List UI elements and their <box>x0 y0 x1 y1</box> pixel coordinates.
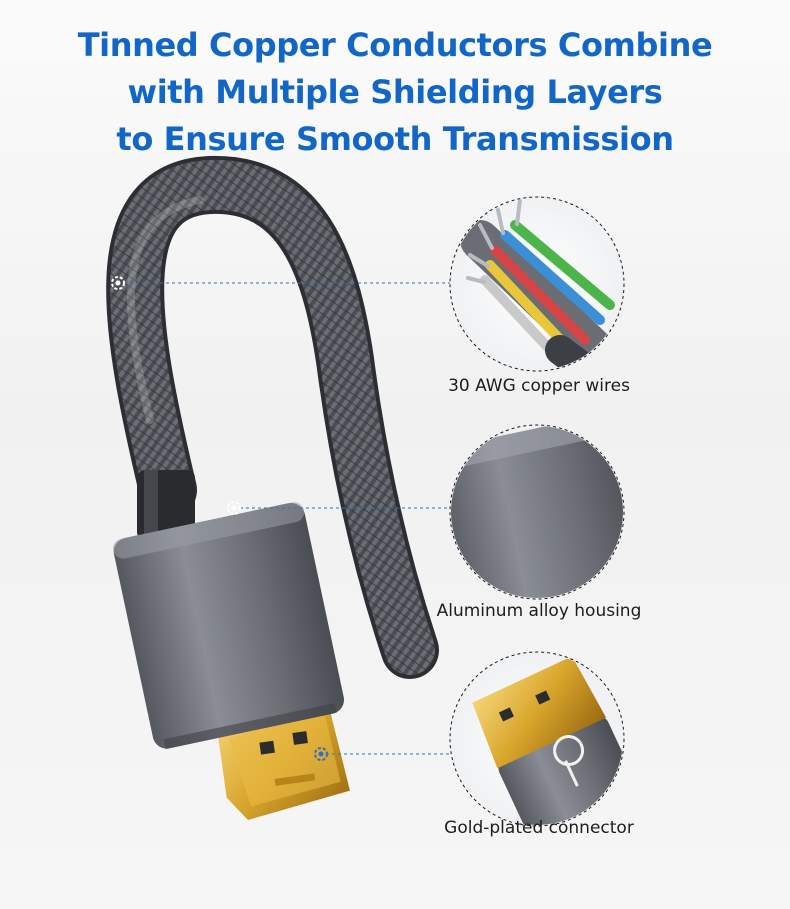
callout-leaders <box>124 282 450 755</box>
headline-line-1: Tinned Copper Conductors Combine <box>77 26 713 64</box>
marker-dot-2 <box>227 501 241 515</box>
headline-line-2: with Multiple Shielding Layers <box>127 73 663 111</box>
headline-line-3: to Ensure Smooth Transmission <box>116 120 674 158</box>
aluminum-housing-closeup <box>449 424 625 600</box>
aluminum-housing <box>113 502 345 750</box>
caption-gold-connector: Gold-plated connector <box>444 818 634 838</box>
braided-cable <box>106 155 439 679</box>
caption-copper-wires: 30 AWG copper wires <box>448 376 630 396</box>
strain-relief <box>137 470 195 540</box>
copper-wires-closeup <box>449 196 625 372</box>
marker-dot-3 <box>314 747 328 761</box>
headline: Tinned Copper Conductors Combine with Mu… <box>0 22 790 163</box>
marker-dot-1 <box>111 276 125 290</box>
caption-aluminum-housing: Aluminum alloy housing <box>436 601 642 621</box>
